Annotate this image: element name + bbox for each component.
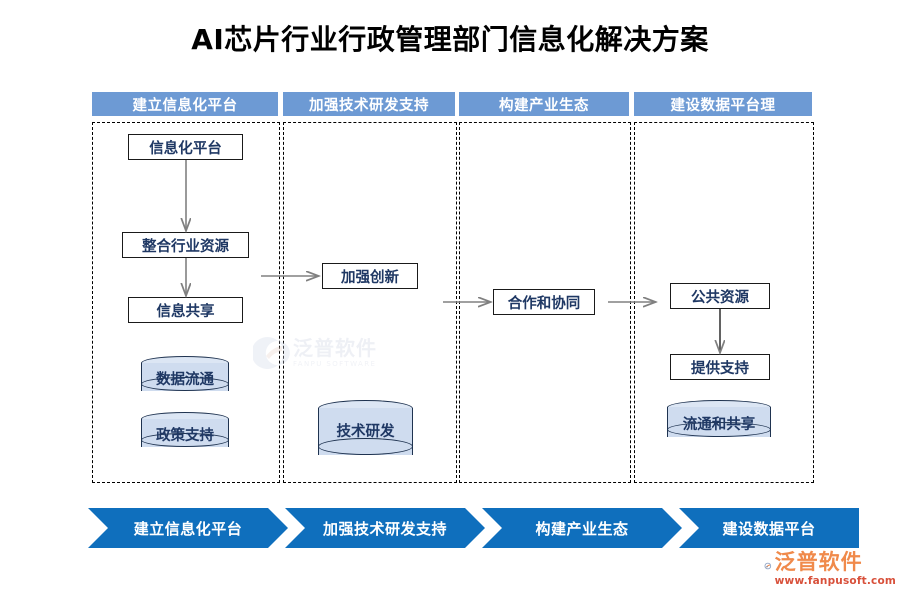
fanpu-logo: 泛普软件 www.fanpusoft.com xyxy=(764,552,896,594)
logo-url: www.fanpusoft.com xyxy=(774,575,896,587)
watermark-sub: FANPU SOFTWARE xyxy=(293,360,377,368)
column-container-1 xyxy=(92,122,280,483)
chevron-3[interactable]: 构建产业生态 xyxy=(482,508,682,548)
logo-swoosh-icon xyxy=(764,562,772,570)
node-col1-3[interactable]: 信息共享 xyxy=(128,297,243,323)
cylinder-col4-1[interactable]: 流通和共享 xyxy=(667,400,771,444)
column-header-2: 加强技术研发支持 xyxy=(283,92,455,116)
column-header-1: 建立信息化平台 xyxy=(92,92,278,116)
watermark-brand: 泛普软件 xyxy=(293,336,377,360)
chevron-4[interactable]: 建设数据平台 xyxy=(679,508,859,548)
cylinder-label: 技术研发 xyxy=(336,423,395,440)
column-header-3: 构建产业生态 xyxy=(459,92,629,116)
center-watermark: 泛普软件 FANPU SOFTWARE xyxy=(253,330,413,376)
cylinder-col2-1[interactable]: 技术研发 xyxy=(318,400,413,464)
watermark-logo-icon xyxy=(253,337,290,369)
node-col2-1[interactable]: 加强创新 xyxy=(322,263,418,289)
cylinder-label: 政策支持 xyxy=(156,427,214,444)
logo-brand: 泛普软件 xyxy=(774,550,863,574)
cylinder-bottom xyxy=(667,422,771,437)
chevron-1[interactable]: 建立信息化平台 xyxy=(88,508,288,548)
node-col3-1[interactable]: 合作和协同 xyxy=(493,289,595,315)
cylinder-bottom xyxy=(318,438,413,455)
chevron-2[interactable]: 加强技术研发支持 xyxy=(285,508,485,548)
node-col1-2[interactable]: 整合行业资源 xyxy=(122,232,249,258)
node-col4-1[interactable]: 公共资源 xyxy=(670,283,770,309)
page-title: AI芯片行业行政管理部门信息化解决方案 xyxy=(191,23,709,56)
cylinder-col1-1[interactable]: 数据流通 xyxy=(141,356,229,398)
cylinder-col1-2[interactable]: 政策支持 xyxy=(141,412,229,454)
cylinder-label: 流通和共享 xyxy=(682,416,756,433)
cylinder-bottom xyxy=(141,377,229,391)
column-header-4: 建设数据平台理 xyxy=(634,92,812,116)
node-col1-1[interactable]: 信息化平台 xyxy=(128,134,243,160)
cylinder-bottom xyxy=(141,433,229,447)
node-col4-2[interactable]: 提供支持 xyxy=(670,354,770,380)
cylinder-label: 数据流通 xyxy=(156,371,214,388)
